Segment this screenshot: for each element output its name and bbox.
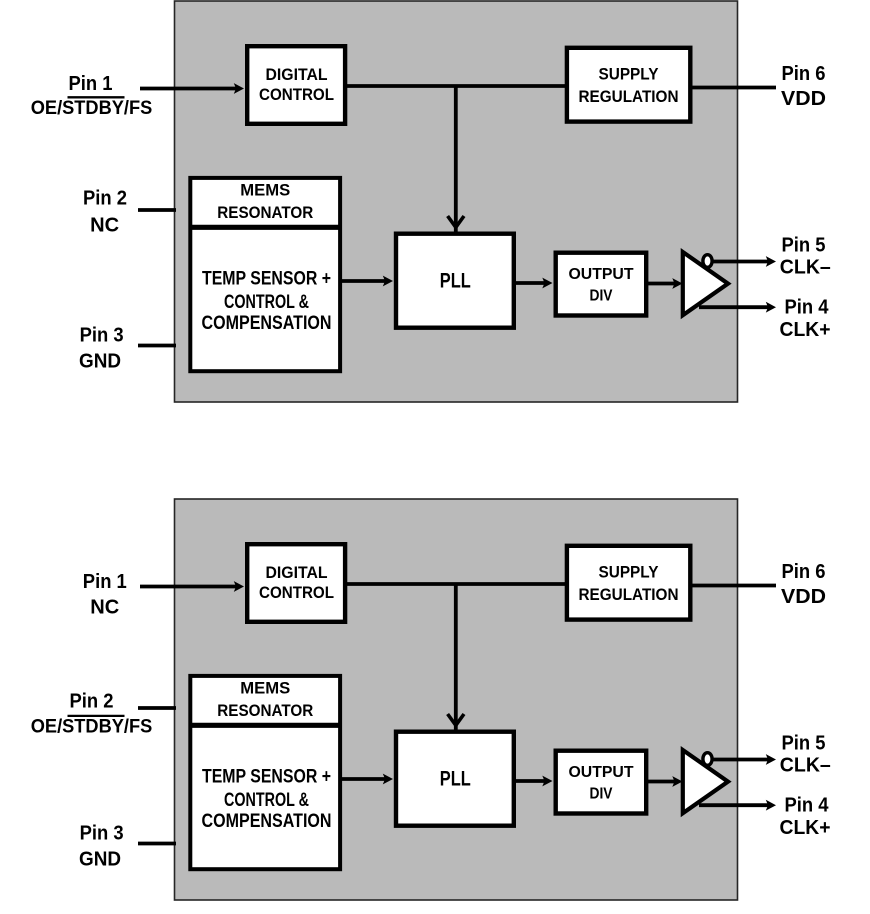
svg-text:OUTPUT: OUTPUT	[569, 266, 634, 283]
svg-text:SUPPLY: SUPPLY	[599, 562, 660, 581]
svg-text:NC: NC	[90, 596, 119, 618]
svg-text:PLL: PLL	[440, 768, 471, 791]
svg-text:MEMS: MEMS	[240, 181, 290, 200]
svg-text:Pin 5: Pin 5	[782, 733, 826, 755]
svg-text:RESONATOR: RESONATOR	[217, 203, 313, 222]
svg-text:CLK–: CLK–	[780, 257, 831, 279]
svg-text:GND: GND	[79, 848, 121, 870]
svg-text:DIV: DIV	[590, 287, 613, 304]
svg-text:REGULATION: REGULATION	[579, 585, 679, 604]
svg-text:Pin 3: Pin 3	[80, 324, 124, 346]
svg-text:Pin 5: Pin 5	[782, 235, 826, 257]
svg-text:COMPENSATION: COMPENSATION	[202, 313, 332, 334]
svg-text:GND: GND	[79, 350, 121, 372]
svg-text:DIV: DIV	[590, 785, 613, 802]
svg-text:OE/STDBY/FS: OE/STDBY/FS	[31, 717, 153, 738]
svg-text:Pin 6: Pin 6	[782, 63, 826, 85]
svg-text:TEMP SENSOR +: TEMP SENSOR +	[202, 269, 331, 290]
svg-text:TEMP SENSOR +: TEMP SENSOR +	[202, 767, 331, 788]
svg-text:NC: NC	[90, 214, 119, 236]
svg-text:CONTROL: CONTROL	[259, 583, 334, 602]
svg-text:CONTROL &: CONTROL &	[224, 292, 309, 313]
svg-text:CONTROL &: CONTROL &	[224, 790, 309, 811]
svg-text:VDD: VDD	[781, 88, 826, 110]
svg-text:CLK+: CLK+	[780, 319, 831, 341]
svg-text:CLK–: CLK–	[780, 755, 831, 777]
svg-text:Pin 2: Pin 2	[70, 691, 114, 713]
svg-text:Pin 4: Pin 4	[785, 795, 830, 817]
svg-text:OUTPUT: OUTPUT	[569, 764, 634, 781]
svg-text:PLL: PLL	[440, 270, 471, 293]
svg-text:SUPPLY: SUPPLY	[599, 64, 660, 83]
svg-text:Pin 2: Pin 2	[83, 187, 127, 209]
svg-text:REGULATION: REGULATION	[579, 87, 679, 106]
svg-text:DIGITAL: DIGITAL	[266, 65, 328, 84]
svg-text:COMPENSATION: COMPENSATION	[202, 811, 332, 832]
svg-text:Pin 4: Pin 4	[785, 297, 830, 319]
svg-text:Pin 1: Pin 1	[69, 73, 113, 95]
svg-text:Pin 1: Pin 1	[83, 571, 127, 593]
svg-text:CONTROL: CONTROL	[259, 85, 334, 104]
svg-text:MEMS: MEMS	[240, 679, 290, 698]
svg-text:Pin 3: Pin 3	[80, 822, 124, 844]
svg-text:VDD: VDD	[781, 586, 826, 608]
svg-text:OE/STDBY/FS: OE/STDBY/FS	[31, 98, 153, 119]
svg-text:RESONATOR: RESONATOR	[217, 701, 313, 720]
svg-text:DIGITAL: DIGITAL	[266, 563, 328, 582]
svg-text:Pin 6: Pin 6	[782, 561, 826, 583]
svg-text:CLK+: CLK+	[780, 817, 831, 839]
